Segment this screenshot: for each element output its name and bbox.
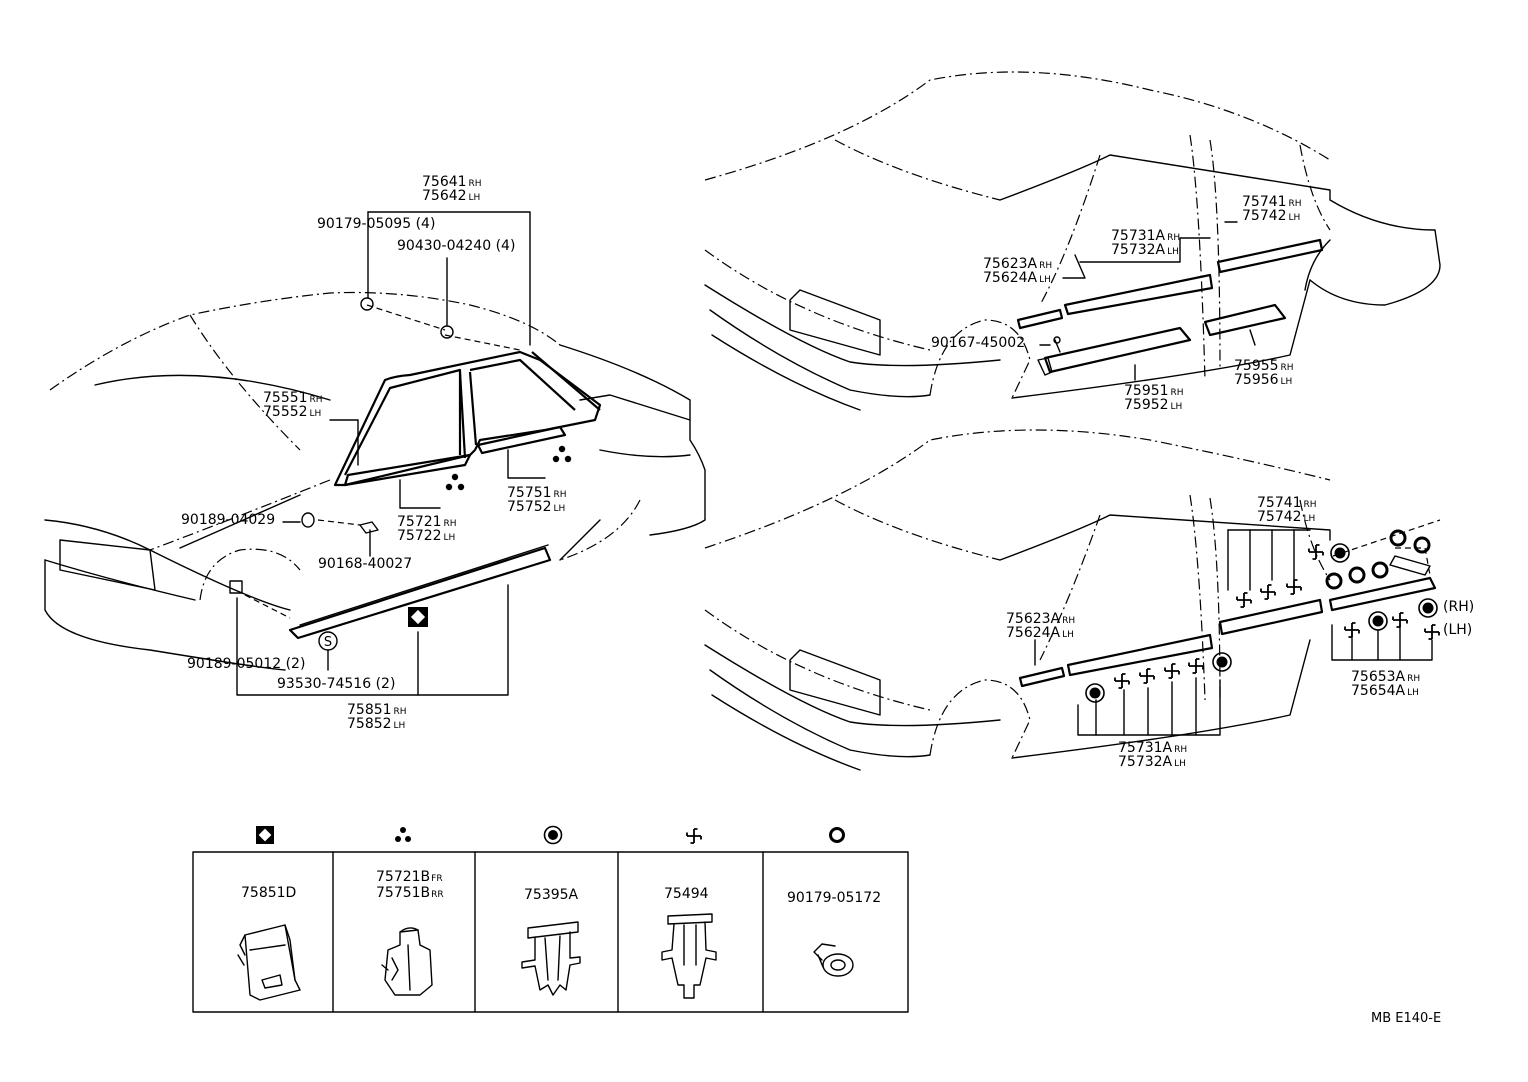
pinwheel-icon [1260,584,1276,600]
screw-label-1: 90168-40027 [318,556,413,572]
left-car-symbols: S [318,445,572,651]
nut-90179-05172-drawing [813,943,854,977]
ring-icon [1413,536,1431,554]
br-lh-label: (LH) [1443,622,1473,638]
pinwheel-icon [1392,612,1408,628]
legend-table [192,851,909,1013]
clip-75494-drawing [661,913,717,999]
s-circle-icon: S [318,631,338,651]
filled-circle-icon [1418,598,1438,618]
filled-circle-icon [1085,683,1105,703]
pinwheel-icon [1424,624,1440,640]
legend-part-75494: 75494 [664,886,709,902]
filled-circle-icon [1212,652,1232,672]
diamond-square-icon [256,826,274,844]
clip-label-4: 90189-05012 (2) [187,656,306,672]
legend-part-75395a: 75395A [524,887,579,903]
clip-label-1: 90179-05095 (4) [317,216,436,232]
left-car-body [44,211,706,696]
three-dot-icon [552,445,572,463]
filled-circle-icon [1330,543,1350,563]
bottom-right-clip-symbols [1085,529,1440,703]
three-dot-icon [395,827,411,842]
filled-circle-icon [543,825,563,845]
pinwheel-icon [686,828,702,844]
pinwheel-icon [1188,658,1204,674]
diagram-code: MB E140-E [1371,1011,1442,1026]
pinwheel-icon [1286,579,1302,595]
tr-screw-label: 90167-45002 [931,335,1026,351]
clip-label-2: 90430-04240 (4) [397,238,516,254]
clip-75721b-drawing [381,927,433,996]
ring-icon [1348,566,1366,584]
ring-icon [829,827,845,843]
pinwheel-icon [686,828,702,844]
three-dot-icon [445,473,465,491]
legend-part-75721b: 75721BFR 75751BRR [376,869,444,901]
pinwheel-icon [1308,544,1324,560]
pinwheel-icon [1236,592,1252,608]
clip-75395a-drawing [521,921,581,996]
bottom-right-car-body [704,429,1441,771]
diamond-square-icon [408,607,428,627]
ring-icon [1371,561,1389,579]
br-rh-label: (RH) [1443,599,1475,615]
clip-label-3: 90189-04029 [181,512,276,528]
screw-label-2: 93530-74516 (2) [277,676,396,692]
bracket-75851d-drawing [237,924,301,1001]
legend-part-75851d: 75851D [241,885,297,901]
legend-part-90179-05172: 90179-05172 [787,890,882,906]
svg-text:S: S [324,635,332,650]
top-right-car-body [704,71,1441,411]
pinwheel-icon [1344,622,1360,638]
pinwheel-icon [1164,663,1180,679]
ring-icon [1389,529,1407,547]
pinwheel-icon [1114,673,1130,689]
pinwheel-icon [1139,668,1155,684]
filled-circle-icon [1368,611,1388,631]
ring-icon [1325,572,1343,590]
